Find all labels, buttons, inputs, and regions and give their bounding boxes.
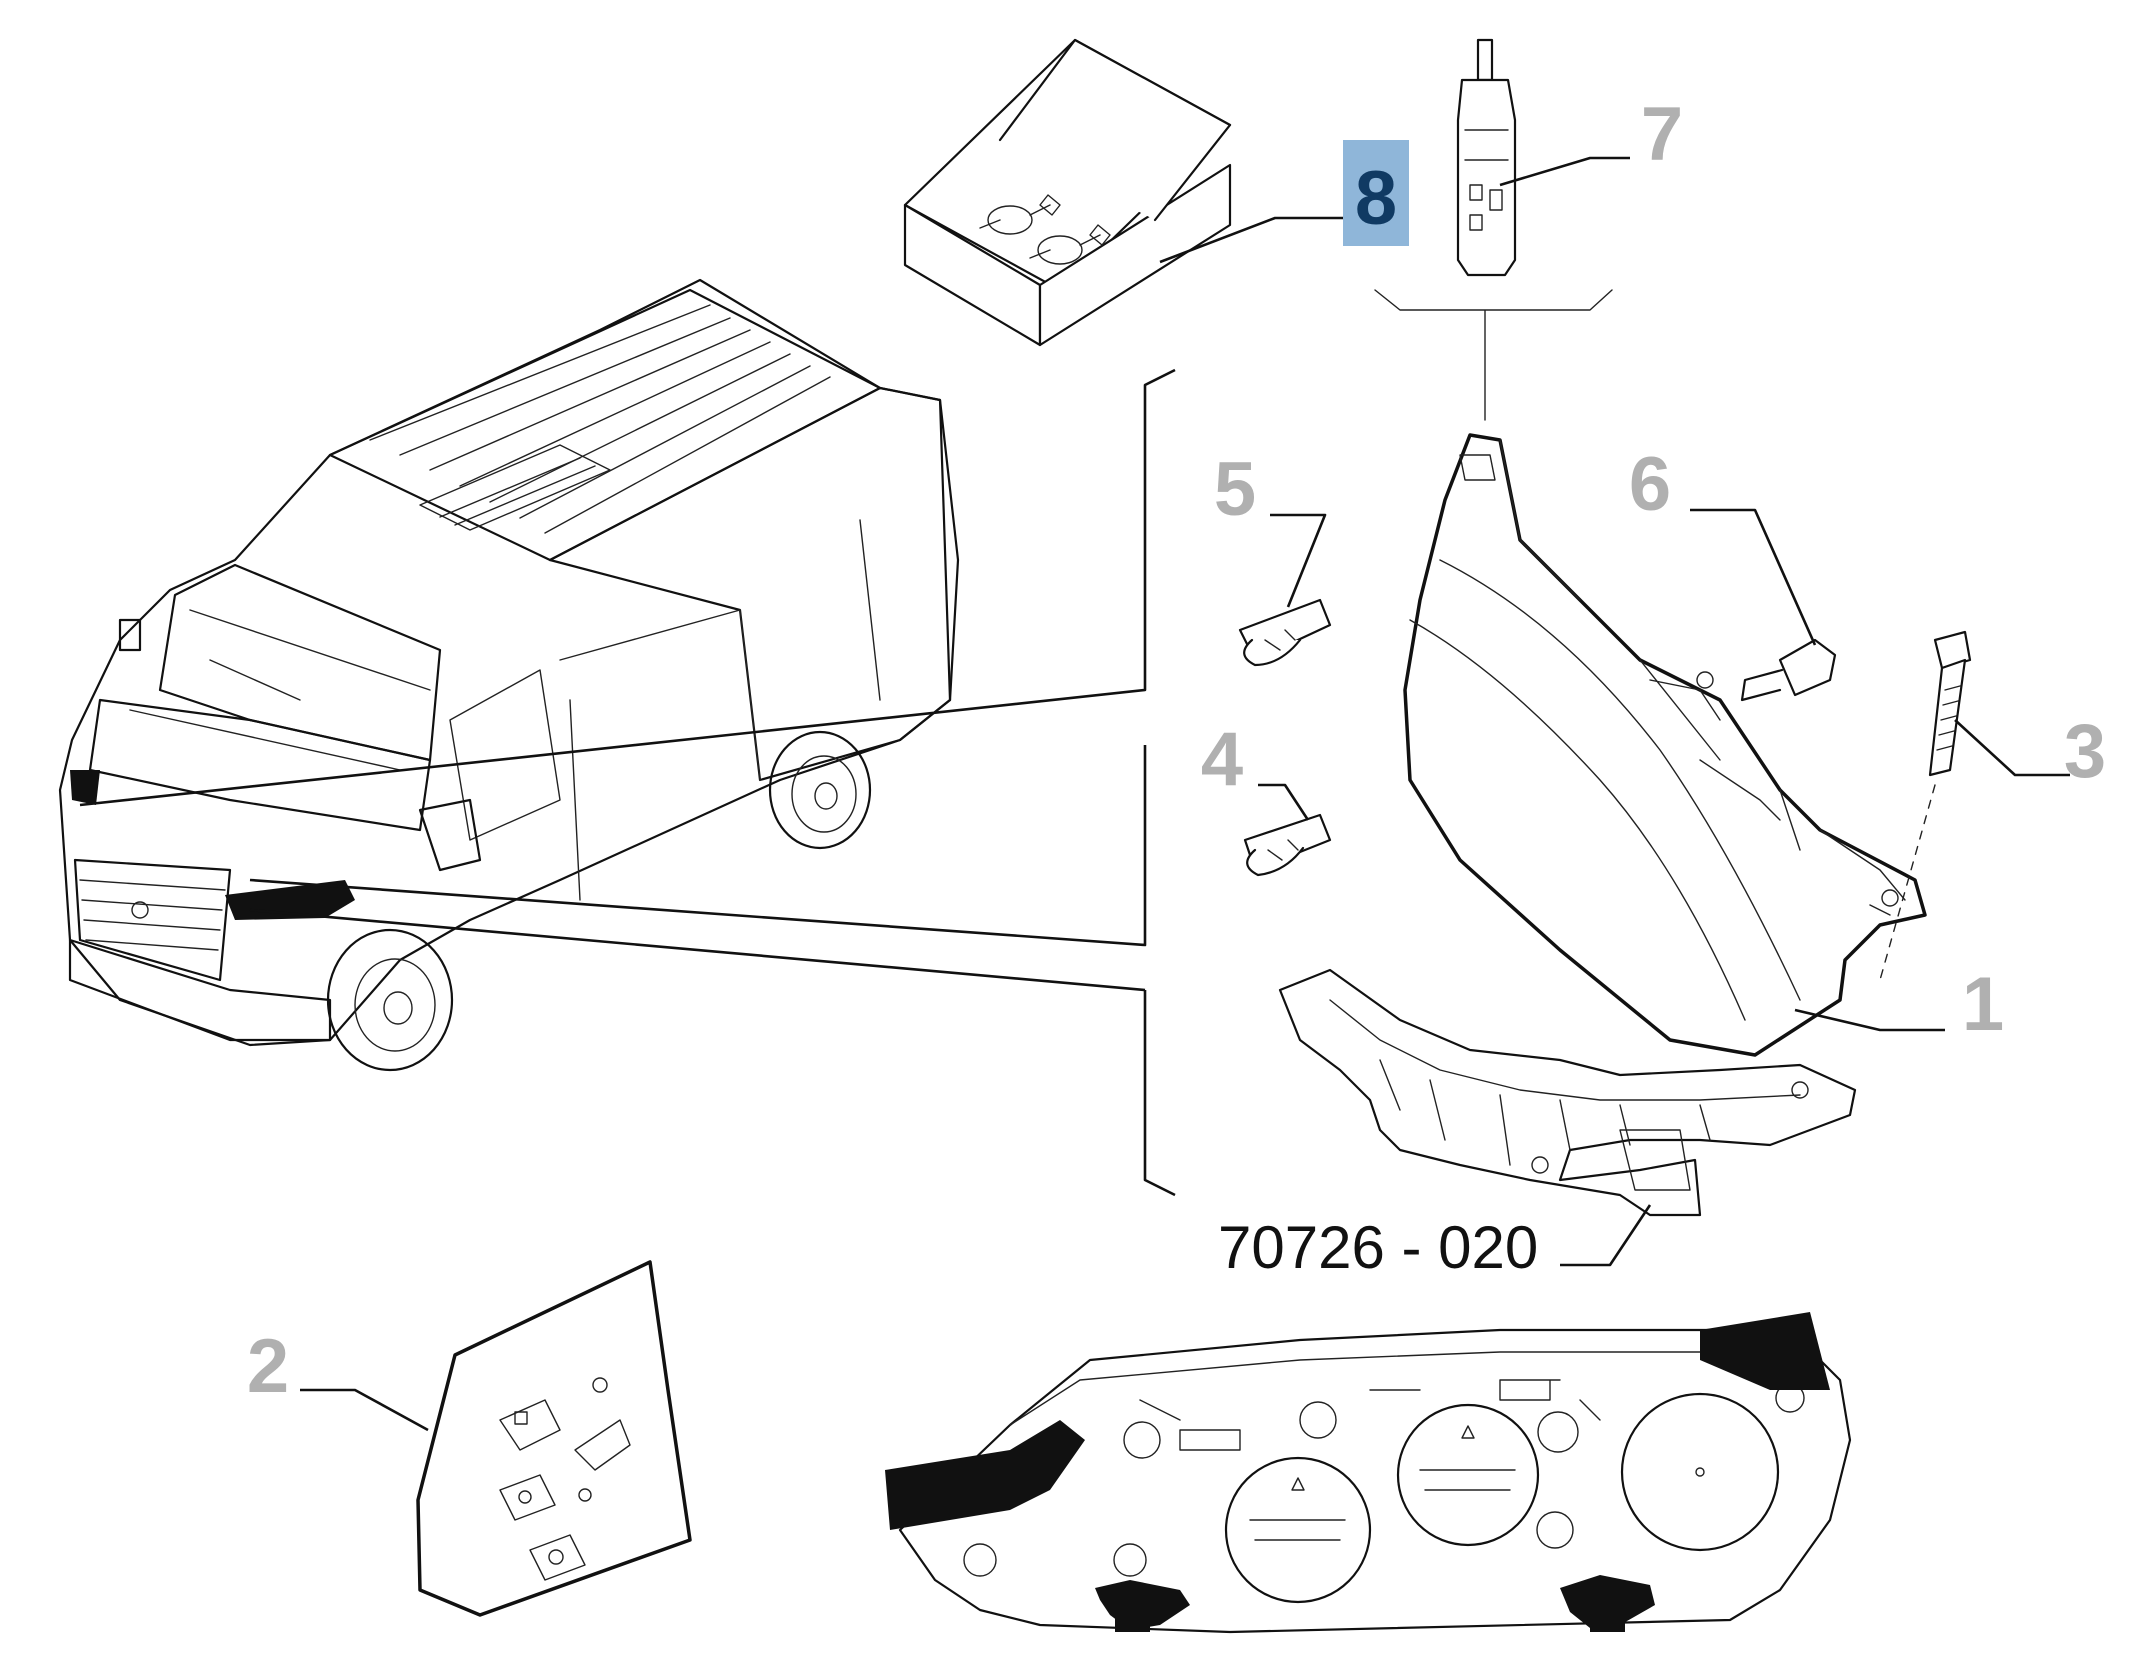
connector-icon xyxy=(499,1399,561,1451)
leader-4 xyxy=(1258,783,1310,821)
bulb-icon xyxy=(1029,224,1111,265)
bulb-holder xyxy=(1456,38,1517,277)
callout-3: 3 xyxy=(2064,709,2106,794)
lamp-cover xyxy=(1396,1403,1540,1547)
callout-1: 1 xyxy=(1962,962,2004,1047)
lamp-cover xyxy=(1620,1392,1780,1552)
connector-icon xyxy=(499,1474,556,1521)
leader-2 xyxy=(300,1388,429,1432)
wiring-harness xyxy=(1700,1312,1830,1390)
leader-5 xyxy=(1270,513,1327,608)
callout-5: 5 xyxy=(1214,447,1256,532)
headlamp-assembly xyxy=(1403,433,1927,1057)
van-front-wheel xyxy=(326,928,454,1072)
small-bulb-5 xyxy=(1238,598,1332,667)
small-bulb-4 xyxy=(1243,813,1332,877)
leader-1 xyxy=(1794,1008,1945,1032)
lamp-cover xyxy=(1224,1456,1372,1604)
screw-6 xyxy=(1740,638,1837,702)
callout-4: 4 xyxy=(1201,717,1243,802)
headlamp-rear-view xyxy=(885,1312,1852,1634)
callout-8-highlight xyxy=(1343,140,1409,246)
mounting-bracket xyxy=(1278,968,1857,1217)
callout-8: 8 xyxy=(1355,156,1397,241)
van-illustration xyxy=(58,278,960,1072)
wiring-harness xyxy=(885,1420,1085,1530)
leader-7 xyxy=(1499,156,1630,187)
bulb-icon xyxy=(979,194,1061,235)
leader-8 xyxy=(1159,216,1345,264)
bulb-kit-box xyxy=(903,38,1232,347)
callout-2: 2 xyxy=(247,1324,289,1409)
van-rear-wheel xyxy=(768,730,872,850)
bolt-3 xyxy=(1879,630,1972,981)
roof-ribs xyxy=(369,304,831,534)
callout-7: 7 xyxy=(1641,92,1683,177)
zoom-bracket xyxy=(79,368,1176,1197)
leader-6 xyxy=(1690,508,1817,646)
reference-code: 70726 - 020 xyxy=(1218,1214,1538,1281)
connector-icon xyxy=(529,1534,586,1581)
leader-refcode xyxy=(1560,1204,1652,1267)
gasket-kit xyxy=(416,1260,692,1617)
callout-6: 6 xyxy=(1629,442,1671,527)
leader-3 xyxy=(1954,719,2070,777)
